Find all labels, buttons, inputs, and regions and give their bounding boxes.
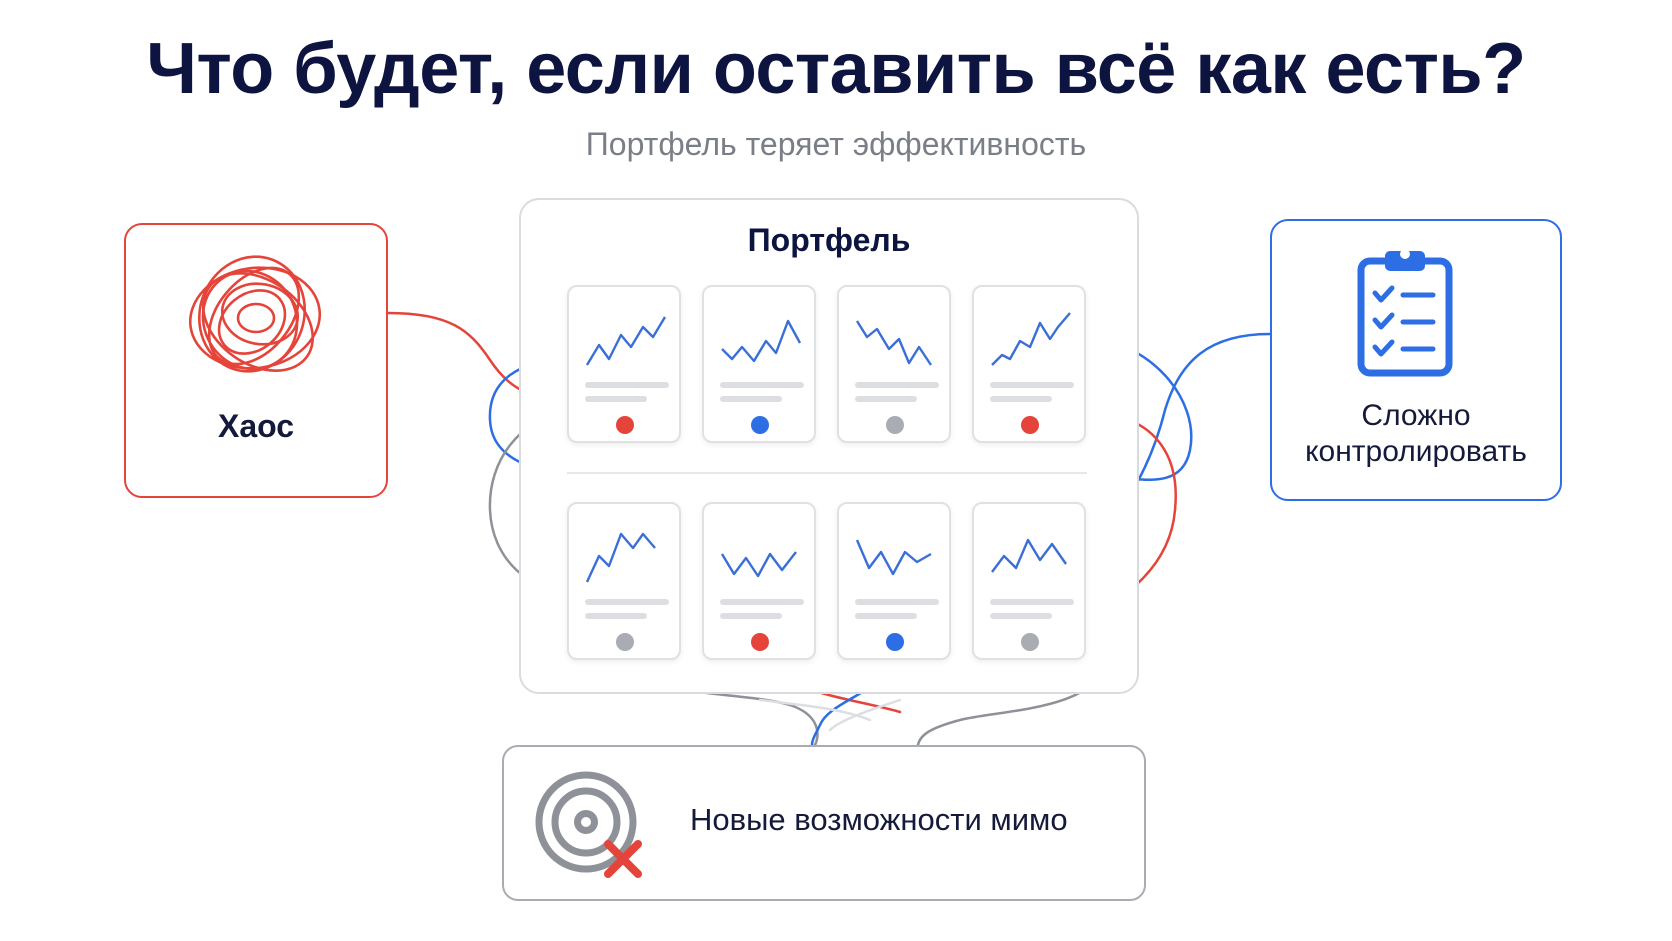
line-chart-icon (585, 316, 667, 366)
asset-card[interactable] (567, 502, 681, 660)
opportunities-label: Новые возможности мимо (690, 802, 1068, 837)
asset-card[interactable] (702, 285, 816, 443)
line-chart-icon (721, 319, 802, 363)
card-text-placeholder (855, 599, 939, 605)
status-dot (1021, 633, 1039, 651)
status-dot (751, 633, 769, 651)
status-dot (886, 633, 904, 651)
line-chart-icon (585, 532, 656, 583)
line-chart-icon (720, 551, 797, 578)
card-text-placeholder (720, 382, 804, 388)
card-text-placeholder (720, 396, 782, 402)
card-text-placeholder (855, 396, 917, 402)
control-label: Сложно контролировать (1270, 398, 1562, 470)
card-text-placeholder (585, 599, 669, 605)
page-subtitle: Портфель теряет эффективность (585, 126, 1087, 162)
line-chart-icon (991, 312, 1071, 366)
asset-card[interactable] (972, 502, 1086, 660)
asset-card[interactable] (972, 285, 1086, 443)
asset-card[interactable] (837, 285, 951, 443)
card-text-placeholder (990, 613, 1052, 619)
status-dot (751, 416, 769, 434)
status-dot (886, 416, 904, 434)
checklist-clipboard-icon (1357, 249, 1453, 377)
card-text-placeholder (585, 382, 669, 388)
line-chart-icon (991, 538, 1067, 573)
chaos-label: Хаос (217, 408, 295, 444)
missed-target-icon (535, 771, 642, 878)
card-text-placeholder (990, 599, 1074, 605)
card-text-placeholder (720, 613, 782, 619)
scribble-icon (188, 255, 322, 373)
control-label-line1: Сложно (1361, 399, 1471, 432)
status-dot (616, 633, 634, 651)
line-chart-icon (855, 539, 932, 576)
card-text-placeholder (855, 382, 939, 388)
asset-card[interactable] (567, 285, 681, 443)
card-text-placeholder (855, 613, 917, 619)
status-dot (616, 416, 634, 434)
status-dot (1021, 416, 1039, 434)
portfolio-label: Портфель (747, 222, 911, 258)
card-text-placeholder (990, 382, 1074, 388)
card-text-placeholder (585, 396, 647, 402)
portfolio-divider (567, 472, 1087, 474)
page-title: Что будет, если оставить всё как есть? (146, 29, 1526, 109)
card-text-placeholder (585, 613, 647, 619)
card-text-placeholder (720, 599, 804, 605)
control-label-line2: контролировать (1305, 435, 1527, 468)
asset-card[interactable] (837, 502, 951, 660)
asset-card[interactable] (702, 502, 816, 660)
card-text-placeholder (990, 396, 1052, 402)
line-chart-icon (855, 320, 932, 366)
